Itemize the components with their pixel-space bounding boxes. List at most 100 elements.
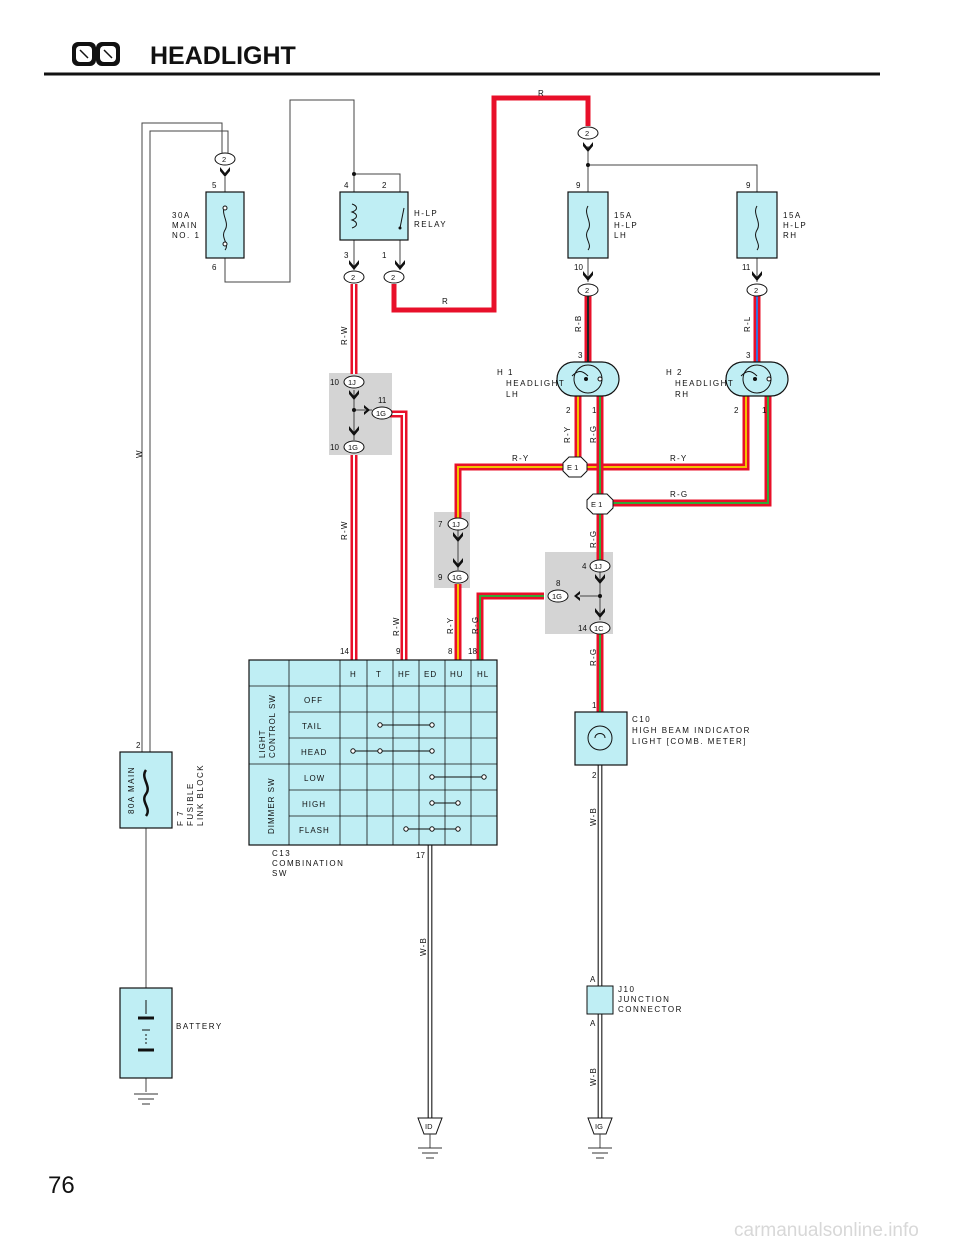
svg-text:LH: LH: [614, 231, 627, 240]
svg-text:BATTERY: BATTERY: [176, 1022, 223, 1031]
ground-ig: IG: [587, 1117, 613, 1159]
svg-text:R: R: [538, 89, 545, 98]
relay-pin-2: 2: [382, 181, 387, 190]
headlight-rh: H 2 HEADLIGHT RH 3 2 1: [666, 351, 789, 415]
row-flash: FLASH: [299, 826, 330, 835]
csw-name-2: SW: [272, 869, 288, 878]
svg-text:W-B: W-B: [589, 1067, 598, 1086]
high-beam-indicator: 1 2 C10 HIGH BEAM INDICATOR LIGHT [COMB.…: [574, 701, 751, 780]
group-dimmer: DIMMER SW: [267, 777, 276, 834]
svg-text:LINK BLOCK: LINK BLOCK: [196, 764, 205, 826]
svg-text:HIGH BEAM INDICATOR: HIGH BEAM INDICATOR: [632, 726, 751, 735]
svg-text:1J: 1J: [348, 378, 356, 387]
watermark: carmanualsonline.info: [734, 1220, 919, 1241]
svg-text:IG: IG: [595, 1122, 603, 1131]
svg-text:9: 9: [438, 573, 443, 582]
svg-text:H 1: H 1: [497, 368, 514, 377]
relay-pin-1: 1: [382, 251, 387, 260]
col-t: T: [376, 670, 382, 679]
svg-text:R-W: R-W: [392, 616, 401, 636]
svg-text:R-G: R-G: [471, 616, 480, 634]
junction-b: 1J 7 1G 9: [438, 517, 469, 584]
svg-text:9: 9: [746, 181, 751, 190]
fuse-hlp-rh: 15A H-LP RH 9 11 2: [736, 181, 807, 297]
combination-switch: H T HF ED HU HL OFF TAIL HEAD LOW HIGH F…: [248, 647, 498, 878]
fuse-hlp-lh: 15A H-LP LH 9 10 2: [567, 181, 637, 297]
svg-text:C10: C10: [632, 715, 651, 724]
svg-text:11: 11: [378, 396, 387, 405]
main-fuse-pin-bottom: 6: [212, 263, 217, 272]
svg-text:1G: 1G: [452, 573, 462, 582]
top-connector: 2: [577, 126, 599, 167]
svg-text:R: R: [442, 297, 449, 306]
svg-text:1J: 1J: [452, 520, 460, 529]
svg-text:A: A: [590, 1019, 596, 1028]
wire-ry: [454, 396, 750, 660]
svg-text:10: 10: [330, 443, 339, 452]
svg-text:R-G: R-G: [589, 530, 598, 548]
svg-text:ID: ID: [425, 1122, 433, 1131]
svg-text:1C: 1C: [594, 624, 604, 633]
svg-text:R-W: R-W: [340, 520, 349, 540]
ground-id: ID: [417, 1117, 443, 1159]
svg-text:1: 1: [592, 701, 597, 710]
page-title: HEADLIGHT: [150, 42, 296, 70]
main-fuse-pin-top: 5: [212, 181, 217, 190]
svg-text:1: 1: [762, 406, 767, 415]
svg-text:F 7: F 7: [176, 810, 185, 826]
wire-r: [391, 95, 591, 313]
svg-text:R-Y: R-Y: [512, 454, 529, 463]
row-head: HEAD: [301, 748, 327, 757]
row-off: OFF: [304, 696, 323, 705]
svg-text:10: 10: [330, 378, 339, 387]
svg-text:8: 8: [556, 579, 561, 588]
wire-rg: [476, 396, 772, 712]
csw-pin-14: 14: [340, 647, 349, 656]
svg-text:HEADLIGHT: HEADLIGHT: [675, 379, 734, 388]
wires: [141, 95, 772, 1120]
wire-labels: R R W R-W R-W R-W R-B R-L R-Y R-G R-Y R-…: [135, 89, 752, 1086]
svg-text:R-B: R-B: [574, 315, 583, 332]
col-hu: HU: [450, 670, 464, 679]
svg-text:15A: 15A: [783, 211, 802, 220]
relay-pin-4: 4: [344, 181, 349, 190]
wire-main-relay: [224, 99, 355, 283]
svg-text:7: 7: [438, 520, 443, 529]
csw-pin-17: 17: [416, 851, 425, 860]
svg-text:W-B: W-B: [589, 807, 598, 826]
csw-pin-8: 8: [448, 647, 453, 656]
svg-text:H-LP: H-LP: [783, 221, 807, 230]
row-high: HIGH: [302, 800, 326, 809]
svg-text:HEADLIGHT: HEADLIGHT: [506, 379, 565, 388]
junction-a: 1J 10 1G 11 1G 10: [330, 375, 393, 454]
junction-connector-j10: A A J10 JUNCTION CONNECTOR: [586, 975, 681, 1028]
svg-text:W-B: W-B: [419, 937, 428, 956]
svg-text:1G: 1G: [348, 443, 358, 452]
headlight-lh: H 1 HEADLIGHT LH 3 2 1: [497, 351, 620, 415]
wire-w-outer: [141, 122, 223, 752]
svg-text:H 2: H 2: [666, 368, 683, 377]
svg-text:R-W: R-W: [340, 325, 349, 345]
svg-text:LIGHT [COMB. METER]: LIGHT [COMB. METER]: [632, 737, 747, 746]
csw-name-1: COMBINATION: [272, 859, 344, 868]
svg-text:2: 2: [566, 406, 571, 415]
svg-text:3: 3: [746, 351, 751, 360]
svg-text:R-Y: R-Y: [446, 617, 455, 634]
svg-text:80A MAIN: 80A MAIN: [127, 766, 136, 814]
svg-text:R-G: R-G: [589, 425, 598, 443]
wire-w-inner: [149, 130, 229, 752]
svg-text:10: 10: [574, 263, 583, 272]
svg-text:1: 1: [592, 406, 597, 415]
junction-c: 1J 4 1G 8 1C 14: [547, 559, 611, 635]
wire-rw: [350, 284, 408, 660]
main-fuse-30a: 30A MAIN NO. 1 5 6 2: [172, 152, 245, 272]
svg-text:LH: LH: [506, 390, 519, 399]
svg-text:W: W: [135, 449, 144, 458]
svg-text:3: 3: [578, 351, 583, 360]
headlight-icon: [72, 42, 120, 66]
svg-text:4: 4: [582, 562, 587, 571]
splice-e1-rg: E 1: [586, 493, 614, 515]
svg-text:JUNCTION: JUNCTION: [618, 995, 670, 1004]
svg-text:15A: 15A: [614, 211, 633, 220]
svg-text:J10: J10: [618, 985, 635, 994]
